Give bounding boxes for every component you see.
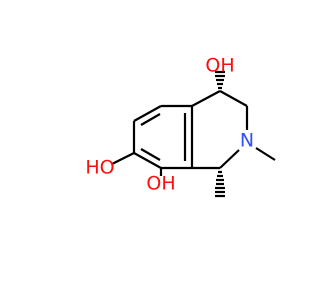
- bond-inner-c5-c6: [140, 113, 161, 126]
- n-label: N: [240, 130, 254, 152]
- bond-c7-c8: [133, 152, 162, 169]
- bond-n-c1: [219, 149, 240, 169]
- oh-label-top: OH: [205, 55, 234, 77]
- structure-drawing: OH HO OH N: [85, 55, 276, 198]
- molecule-canvas: OH HO OH N: [85, 54, 276, 198]
- bond-c4-c3: [219, 90, 248, 107]
- bond-c5-c6: [133, 105, 162, 122]
- bond-c4a-c4: [191, 90, 221, 107]
- oh-label-bottom: OH: [146, 173, 175, 195]
- hashed-wedge-c4-oh: [215, 70, 225, 90]
- ho-label-left: HO: [85, 157, 114, 179]
- bond-n-methyl: [255, 147, 276, 161]
- bond-c7-o: [111, 152, 135, 165]
- bond-inner-c7-c8: [140, 148, 161, 161]
- hashed-wedge-c1-methyl: [215, 170, 225, 198]
